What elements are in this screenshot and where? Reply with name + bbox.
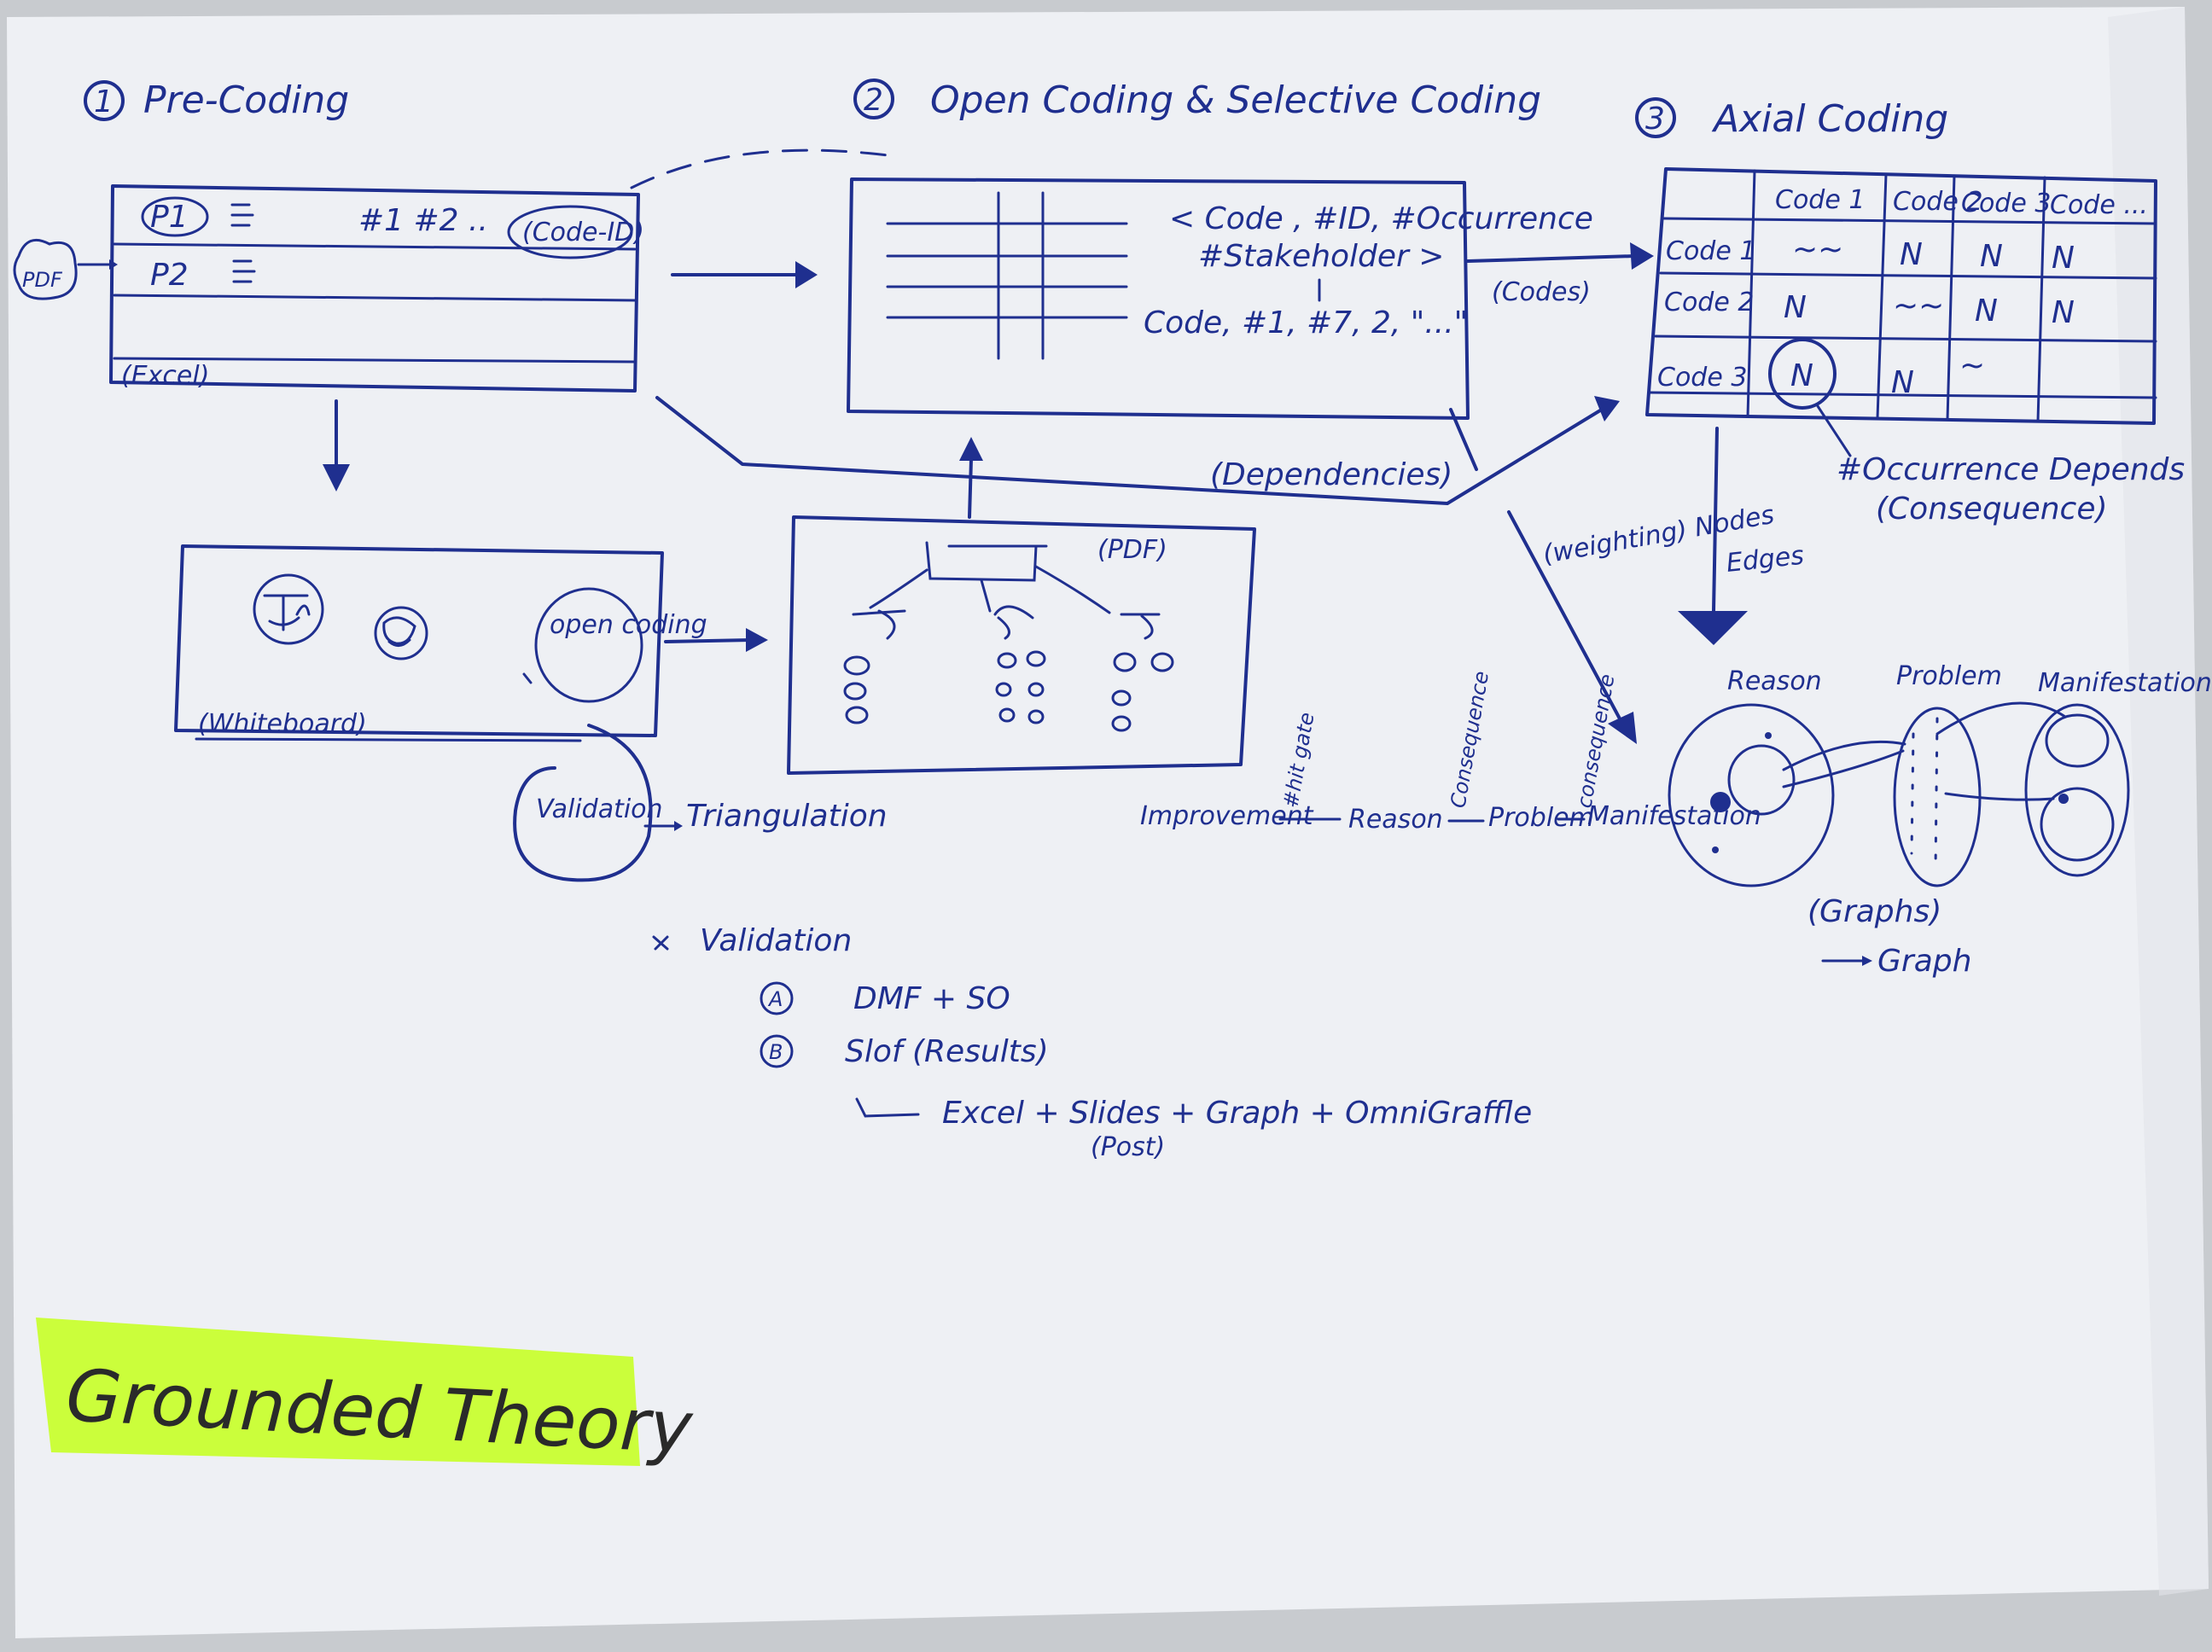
step-3-number: 3 bbox=[1645, 102, 1665, 137]
consequence-note: (Consequence) bbox=[1876, 492, 2108, 526]
validation-loop-label: Validation bbox=[536, 794, 663, 824]
participant-row-2: P2 bbox=[150, 258, 189, 293]
occurrence-note: #Occurrence Depends bbox=[1837, 452, 2185, 487]
matrix-row-label-3: Code 3 bbox=[1657, 363, 1747, 393]
step-1-marker bbox=[84, 80, 125, 121]
graph-manifestation-label: Manifestation bbox=[2038, 668, 2212, 698]
arrow-up-to-open bbox=[959, 437, 983, 519]
open-coding-title: Open Coding & Selective Coding bbox=[930, 79, 1541, 122]
graph-reason-label: Reason bbox=[1727, 666, 1822, 696]
graph-section: Reason Problem Manifestation (Graphs) Gr… bbox=[1668, 661, 2212, 979]
validation-a-marker: A bbox=[767, 987, 783, 1011]
step-1-number: 1 bbox=[94, 84, 114, 119]
validation-loop bbox=[513, 724, 653, 882]
code-tuple-line-2: #Stakeholder > bbox=[1198, 239, 1444, 274]
pdf-tree-leaves bbox=[843, 650, 1174, 732]
excel-sheet-frame bbox=[109, 184, 640, 393]
arrow-whiteboard-to-pdf bbox=[664, 628, 768, 652]
matrix-header-3: Code 3 bbox=[1961, 189, 2051, 218]
whiteboard-frame bbox=[174, 544, 664, 737]
dependencies-label: (Dependencies) bbox=[1210, 457, 1452, 492]
validation-b-marker: B bbox=[769, 1040, 783, 1064]
whiteboard-section: open coding (Whiteboard) Validation Tria… bbox=[174, 544, 888, 882]
pdf-source-blob bbox=[13, 238, 78, 300]
dependencies-connector: (Dependencies) bbox=[655, 396, 1620, 505]
validation-heading: Validation bbox=[700, 923, 852, 958]
arrow-pre-down bbox=[323, 399, 350, 492]
matrix-cell-r1c1: ~~ bbox=[1792, 232, 1843, 267]
pdf-tree-section: (PDF) bbox=[787, 515, 1256, 775]
triangulation-label: Triangulation bbox=[686, 799, 888, 834]
open-coding-sheet-frame bbox=[847, 177, 1470, 420]
chain-reason: Reason bbox=[1348, 805, 1443, 835]
graphs-caption: (Graphs) bbox=[1807, 894, 1941, 929]
axial-coding-title: Axial Coding bbox=[1711, 97, 1948, 141]
validation-c-text: Excel + Slides + Graph + OmniGraffle bbox=[942, 1096, 1532, 1131]
code-columns: #1 #2 .. bbox=[358, 203, 488, 238]
matrix-header-4: Code ... bbox=[2050, 190, 2148, 220]
graph-arrow-label: Graph bbox=[1877, 944, 1971, 979]
codes-arrow-label: (Codes) bbox=[1492, 277, 1591, 307]
code-matrix-frame bbox=[1645, 167, 2157, 425]
code-tuple-line-1: < Code , #ID, #Occurrence bbox=[1169, 201, 1593, 236]
code-list-line: Code, #1, #7, 2, "..." bbox=[1144, 305, 1468, 340]
matrix-cell-r3c3: ~ bbox=[1959, 348, 1985, 383]
section-open-coding: 2 Open Coding & Selective Coding < Code … bbox=[847, 79, 1593, 420]
arrow-open-to-axial: (Codes) bbox=[1466, 242, 1654, 307]
validation-a-text: DMF + SO bbox=[853, 981, 1010, 1016]
pre-coding-title: Pre-Coding bbox=[143, 79, 349, 122]
matrix-row-label-1: Code 1 bbox=[1666, 236, 1755, 266]
graph-problem-label: Problem bbox=[1896, 661, 2002, 691]
participant-row-1: P1 bbox=[150, 200, 189, 235]
whiteboard-caption: (Whiteboard) bbox=[198, 709, 367, 739]
validation-c-sub: (Post) bbox=[1091, 1132, 1165, 1162]
excel-caption: (Excel) bbox=[121, 361, 209, 391]
matrix-cell-r1c4: N bbox=[2052, 241, 2075, 276]
chain-improvement: Improvement bbox=[1140, 801, 1314, 831]
manifestation-cluster bbox=[2024, 703, 2130, 877]
matrix-row-label-2: Code 2 bbox=[1664, 288, 1754, 317]
section-pre-coding: 1 Pre-Coding P1 P2 #1 #2 .. (Code-ID) (E… bbox=[13, 79, 889, 393]
matrix-cell-r2c3: N bbox=[1975, 294, 1998, 329]
code-id-label: (Code-ID) bbox=[522, 218, 644, 247]
matrix-cell-r2c4: N bbox=[2052, 295, 2075, 330]
matrix-cell-r2c1: N bbox=[1784, 290, 1807, 325]
dashed-connector bbox=[630, 148, 889, 189]
section-axial-coding: 3 Axial Coding Code 1 Code 2 Code 3 Code… bbox=[1635, 97, 2185, 526]
reason-cluster bbox=[1668, 703, 1835, 887]
highlighter-stroke bbox=[36, 1318, 640, 1466]
pdf-source-label: PDF bbox=[22, 268, 63, 292]
pdf-tree-caption: (PDF) bbox=[1097, 535, 1167, 565]
matrix-cell-r3c1: N bbox=[1790, 358, 1813, 393]
matrix-cell-r1c2: N bbox=[1900, 237, 1923, 272]
arrow-pre-to-open bbox=[671, 261, 818, 288]
validation-b-text: Slof (Results) bbox=[845, 1034, 1049, 1069]
step-3-marker bbox=[1635, 97, 1676, 138]
highlighted-cell-circle bbox=[1768, 338, 1837, 410]
pdf-tree-frame bbox=[787, 515, 1256, 775]
matrix-cell-r1c3: N bbox=[1980, 239, 2003, 274]
open-coding-note: open coding bbox=[550, 610, 707, 640]
matrix-header-1: Code 1 bbox=[1775, 185, 1865, 215]
matrix-cell-r2c2: ~~ bbox=[1893, 288, 1944, 323]
step-2-marker bbox=[853, 79, 894, 119]
grounded-theory-highlight: Grounded Theory bbox=[36, 1318, 696, 1469]
step-2-number: 2 bbox=[864, 83, 883, 118]
matrix-header-2: Code 2 bbox=[1893, 187, 1982, 217]
matrix-cell-r3c2: N bbox=[1891, 365, 1914, 400]
validation-list: Validation A DMF + SO B Slof (Results) E… bbox=[652, 923, 1532, 1162]
